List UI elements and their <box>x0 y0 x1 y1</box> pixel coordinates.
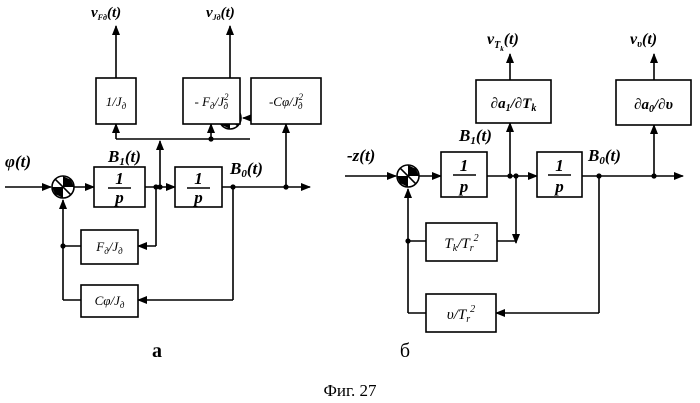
svg-text:∂a1/∂Tk: ∂a1/∂Tk <box>491 96 537 114</box>
block-a-integrator-2: 1 p <box>175 167 222 207</box>
label-b-b0: B0(t) <box>587 146 621 167</box>
label-a-input: φ(t) <box>5 152 31 171</box>
block-b-integrator-2: 1 p <box>537 152 582 197</box>
label-a-b1: B1(t) <box>107 147 141 168</box>
summing-junction-b-input <box>397 165 419 187</box>
svg-text:1: 1 <box>115 169 124 188</box>
svg-text:∂a0/∂υ: ∂a0/∂υ <box>634 97 673 115</box>
figure-caption: Фиг. 27 <box>323 381 377 400</box>
svg-text:1: 1 <box>194 169 203 188</box>
label-b-out-vu: vυ(t) <box>630 31 657 50</box>
svg-text:p: p <box>192 188 203 207</box>
label-b-b1: B1(t) <box>458 126 492 147</box>
label-b-out-vt: vTk(t) <box>487 31 519 53</box>
block-a-inverse-j: 1/Jд <box>96 78 136 124</box>
svg-text:-Cφ/J2д: -Cφ/J2д <box>269 92 304 111</box>
summing-junction-a-input <box>52 176 74 198</box>
block-b-integrator-1: 1 p <box>441 152 487 197</box>
block-b-feedback-tk: Tk/Tr2 <box>426 223 497 261</box>
block-b-feedback-u: υ/Tr2 <box>426 294 496 332</box>
block-b-sensitivity-a0: ∂a0/∂υ <box>616 80 691 125</box>
block-a-integrator-1: 1 p <box>94 167 145 207</box>
label-a-out-vj: vJд(t) <box>206 5 235 22</box>
block-a-neg-f-j2: - Fд/J2д <box>183 78 240 124</box>
panel-b: 1 p 1 p ∂a1/∂Tk ∂a0/∂υ Tk/Tr2 υ/Tr2 -z(t… <box>345 31 691 362</box>
svg-text:1: 1 <box>555 156 564 175</box>
block-a-feedback-f: Fд/Jд <box>81 230 138 264</box>
block-a-neg-c-j2: -Cφ/J2д <box>251 78 321 124</box>
svg-text:p: p <box>113 188 124 207</box>
panel-a-label: а <box>152 340 162 362</box>
svg-text:p: p <box>553 177 564 196</box>
block-a-feedback-c: Cφ/Jд <box>81 285 138 317</box>
svg-text:Tk/Tr2: Tk/Tr2 <box>444 233 478 254</box>
block-b-sensitivity-a1: ∂a1/∂Tk <box>476 80 551 123</box>
label-a-b0: B0(t) <box>229 159 263 180</box>
svg-text:p: p <box>458 177 469 196</box>
label-a-out-vf: vFд(t) <box>91 5 121 22</box>
panel-b-label: б <box>400 340 410 362</box>
label-b-input: -z(t) <box>347 146 375 165</box>
panel-a: 1 p 1 p 1/Jд - Fд/J2д -Cφ/J2д Fд/Jд <box>5 5 321 362</box>
svg-text:1: 1 <box>460 156 469 175</box>
